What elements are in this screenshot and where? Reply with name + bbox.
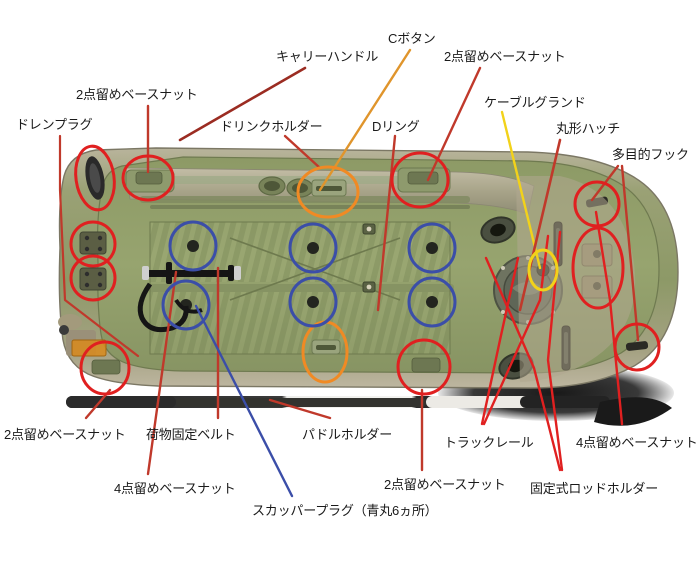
label-base-nut-2pt-bl: 2点留めベースナット <box>4 427 126 442</box>
callout-circle <box>288 222 338 274</box>
callout-circle <box>527 248 559 292</box>
callout-circle <box>161 279 211 331</box>
leader-line <box>482 234 550 426</box>
leader-line <box>376 134 397 312</box>
callout-circle <box>407 276 457 328</box>
callout-circle <box>69 220 117 268</box>
label-cargo-strap: 荷物固定ベルト <box>146 427 236 442</box>
callout-circle <box>571 226 625 310</box>
callout-circle <box>613 322 661 372</box>
callout-circle <box>69 254 117 302</box>
callout-circle <box>396 338 452 396</box>
leader-line <box>594 210 624 426</box>
label-scupper-plug: スカッパープラグ（青丸6ヵ所） <box>252 503 438 518</box>
callout-circle <box>79 340 131 396</box>
callout-circle <box>573 180 621 228</box>
label-paddle-holder: パドルホルダー <box>302 427 392 442</box>
callout-circles-group <box>69 144 661 396</box>
label-track-rail: トラックレール <box>444 435 534 450</box>
leader-line <box>518 138 562 312</box>
d-rings <box>362 223 376 293</box>
label-multi-hook: 多目的フック <box>612 147 689 162</box>
callout-circle <box>407 222 457 274</box>
label-drink-holder: ドリンクホルダー <box>220 119 323 134</box>
leader-line <box>500 110 542 270</box>
callout-circle <box>301 320 349 384</box>
callout-circle <box>121 154 175 202</box>
leader-line <box>146 270 178 476</box>
label-base-nut-2pt-bc: 2点留めベースナット <box>384 477 506 492</box>
leader-line <box>268 398 332 420</box>
label-base-nut-4pt-br: 4点留めベースナット <box>576 435 696 450</box>
label-base-nut-2pt-tl: 2点留めベースナット <box>76 87 198 102</box>
label-base-nut-4pt-bl: 4点留めベースナット <box>114 481 236 496</box>
callout-circle <box>390 151 450 209</box>
callout-circle <box>296 165 360 219</box>
leader-line <box>58 134 140 358</box>
label-d-ring: Dリング <box>372 119 420 134</box>
label-base-nut-2pt-tr: 2点留めベースナット <box>444 49 566 64</box>
leader-line <box>178 66 307 142</box>
left-hardware <box>58 156 107 357</box>
label-drain-plug: ドレンプラグ <box>16 117 93 132</box>
leader-line <box>283 134 322 170</box>
label-fixed-rod-holder: 固定式ロッドホルダー <box>530 481 659 496</box>
leader-line <box>194 304 294 498</box>
callout-circle <box>168 220 218 272</box>
label-cable-gland: ケーブルグランド <box>484 95 586 110</box>
label-carry-handle: キャリーハンドル <box>276 49 379 64</box>
label-c-button: Cボタン <box>388 31 436 46</box>
callout-circle <box>288 276 338 328</box>
leader-line <box>480 256 520 426</box>
paddle-holder-clips <box>311 179 347 355</box>
callout-circle <box>74 144 116 212</box>
leader-line <box>426 66 482 182</box>
leader-line <box>484 256 562 472</box>
label-round-hatch: 丸形ハッチ <box>556 121 621 136</box>
leader-line <box>620 164 640 342</box>
